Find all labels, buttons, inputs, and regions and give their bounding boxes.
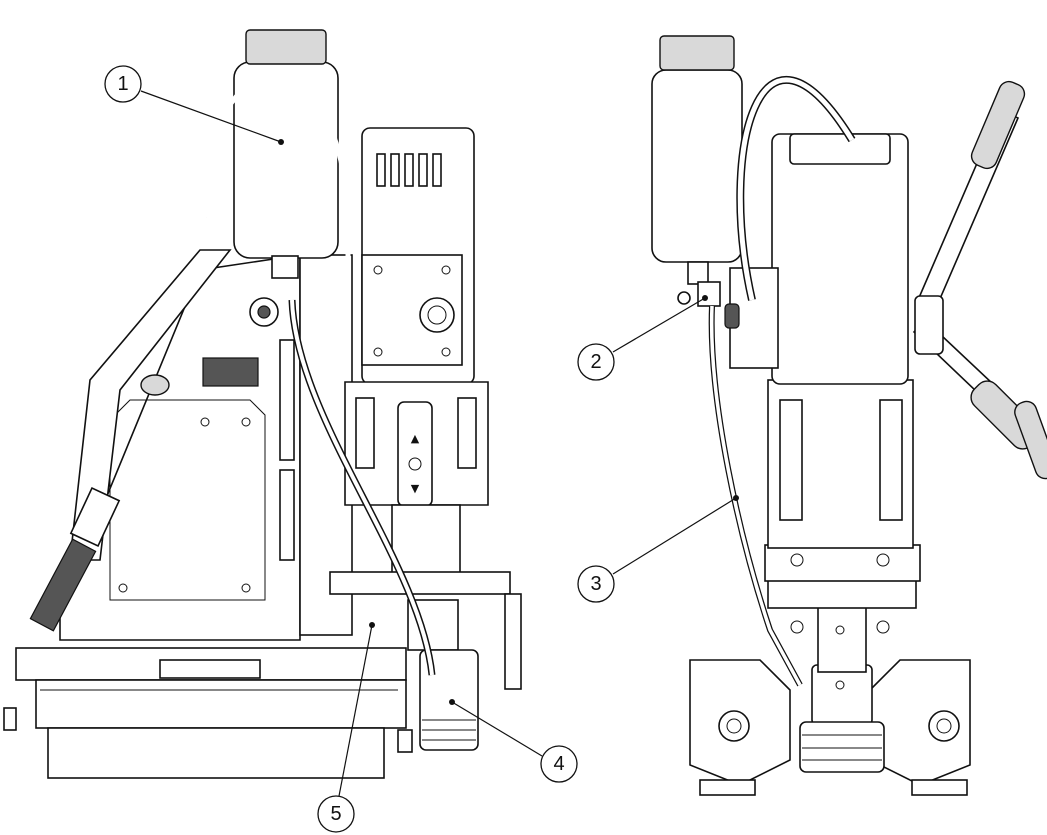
callout-5-circle xyxy=(317,795,355,833)
front-motor-housing xyxy=(771,133,909,385)
callout-5: 5 xyxy=(317,622,375,833)
feed-handles xyxy=(912,80,1047,480)
motor-vents xyxy=(376,153,442,187)
svg-text:▲: ▲ xyxy=(411,432,420,445)
callout-3-circle xyxy=(577,565,615,603)
power-cable xyxy=(29,486,121,632)
callout-1-circle xyxy=(104,65,142,103)
switch-knob xyxy=(419,297,455,333)
callout-4-label: 4 xyxy=(553,753,564,775)
callout-3: 3 xyxy=(577,495,739,603)
callout-4-circle xyxy=(540,745,578,783)
arbor xyxy=(419,649,479,751)
callout-2-label: 2 xyxy=(590,351,601,373)
front-coolant-bottle xyxy=(651,69,743,263)
front-carriage xyxy=(767,579,917,609)
callout-2: 2 xyxy=(577,295,708,381)
chip-guard xyxy=(504,593,522,690)
base-side-lug-right xyxy=(397,729,413,753)
front-bottle-cap xyxy=(659,35,735,71)
bottle-cap xyxy=(245,29,327,65)
front-arbor xyxy=(811,664,873,726)
svg-text:▼: ▼ xyxy=(411,482,420,495)
front-chip-guard xyxy=(817,599,867,673)
coolant-guard-bracket xyxy=(329,571,511,595)
magnet-base-body xyxy=(35,679,407,729)
drill-side-view: ▲ ▼ xyxy=(3,29,522,779)
callout-2-circle xyxy=(577,343,615,381)
callout-3-label: 3 xyxy=(590,573,601,595)
frame-window xyxy=(202,357,259,387)
callout-1-label: 1 xyxy=(117,73,128,95)
callout-1: 1 xyxy=(104,65,284,145)
coolant-bottle xyxy=(233,61,339,259)
base-side-lug xyxy=(3,707,17,731)
magnet-block xyxy=(47,727,385,779)
base-handle xyxy=(159,659,261,679)
coolant-valve xyxy=(697,281,721,307)
spindle-sleeve xyxy=(391,504,461,574)
callout-5-label: 5 xyxy=(330,803,341,825)
callout-4: 4 xyxy=(449,699,578,783)
drill-front-view xyxy=(651,35,1047,796)
